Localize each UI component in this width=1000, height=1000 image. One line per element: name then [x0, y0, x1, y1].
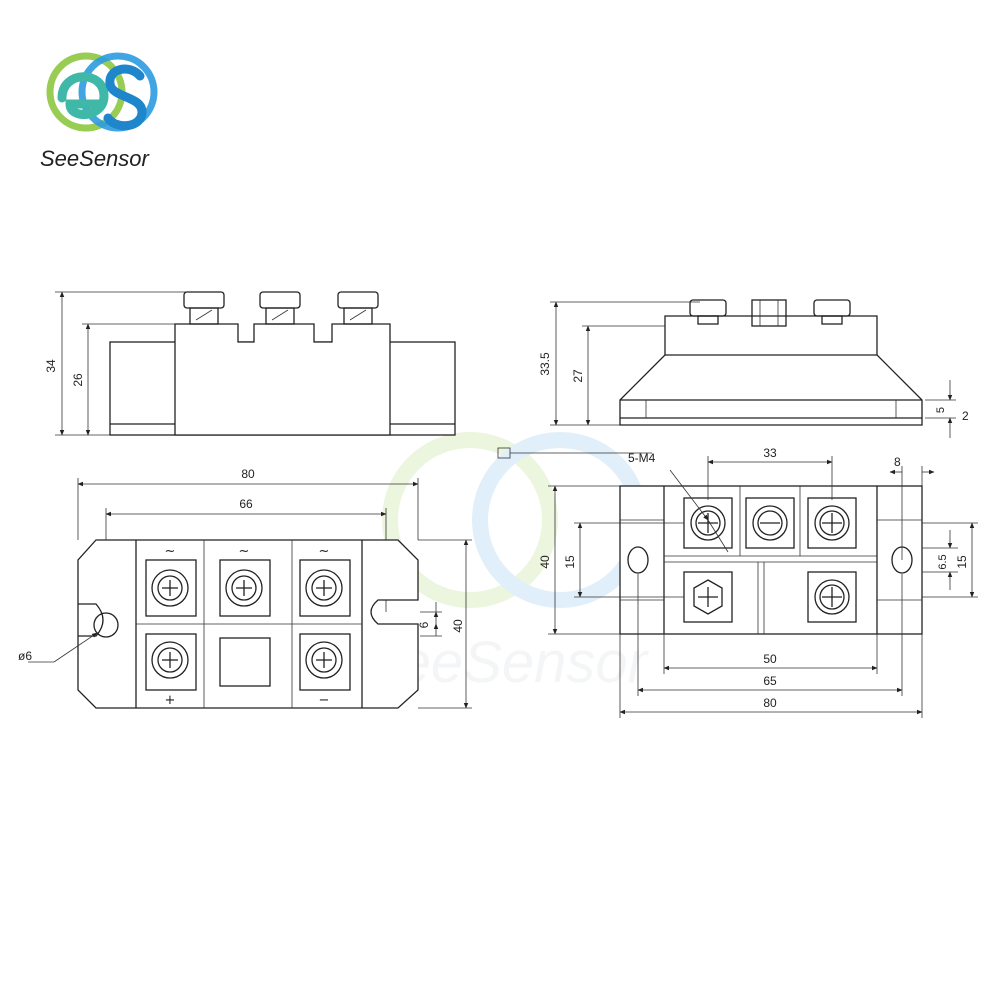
dim-slot-6: 6 [417, 621, 431, 628]
module-housing [174, 323, 391, 436]
dim-mid-65: 65 [763, 674, 777, 688]
side-view-left: 34 26 [44, 291, 456, 436]
module-outline [619, 485, 923, 635]
terminal-screw [259, 291, 301, 325]
dim-right-15: 15 [955, 555, 969, 569]
dim-inner-50: 50 [763, 652, 777, 666]
dc-positive-terminal [145, 633, 197, 691]
dim-body-height-26: 26 [71, 373, 85, 387]
dim-edge-8: 8 [894, 455, 901, 469]
dim-total-height-33-5: 33.5 [538, 352, 552, 376]
ac-terminal [219, 559, 271, 617]
dim-length-80: 80 [241, 467, 255, 481]
mount-hole [627, 546, 649, 574]
terminal-screw [751, 299, 787, 327]
dim-width-40: 40 [451, 619, 465, 633]
mount-hole [93, 612, 119, 638]
terminal-screw [807, 571, 857, 623]
dim-total-height-34: 34 [44, 359, 58, 373]
dim-offset-6-5: 6.5 [937, 554, 949, 569]
dim-row-spacing-15: 15 [563, 555, 577, 569]
dim-hole-diameter: ø6 [18, 649, 32, 663]
brand-logo-mark [46, 52, 158, 132]
terminal-symbol-plus: + [165, 693, 176, 708]
blank-window [219, 637, 271, 687]
terminal-symbol-ac: ~ [319, 544, 330, 559]
top-view-right: 5-M4 33 8 40 15 6.5 15 [497, 446, 978, 718]
terminal-screw [183, 291, 225, 325]
brand-logo: SeeSensor [40, 52, 158, 171]
terminal-screw [745, 497, 795, 549]
brand-name: SeeSensor [40, 146, 151, 171]
ac-terminal [145, 559, 197, 617]
top-view-left: 80 66 [18, 467, 472, 709]
terminal-symbol-ac: ~ [239, 544, 250, 559]
terminal-screw [689, 299, 727, 325]
dim-body-height-27: 27 [571, 369, 585, 383]
side-view-right: 33.5 27 5 2 [538, 299, 969, 438]
dc-negative-terminal [299, 633, 351, 691]
dim-thread-5-m4: 5-M4 [628, 451, 656, 465]
dim-flange-5: 5 [935, 407, 947, 413]
terminal-screw [813, 299, 851, 325]
dim-pitch-33: 33 [763, 446, 777, 460]
terminal-symbol-minus: − [319, 693, 330, 708]
module-housing-side [619, 315, 923, 426]
dim-total-80: 80 [763, 696, 777, 710]
terminal-symbol-ac: ~ [165, 544, 176, 559]
terminal-screw [337, 291, 379, 325]
dim-base-2: 2 [962, 409, 969, 423]
ac-terminal [299, 559, 351, 617]
dim-width-40: 40 [538, 555, 552, 569]
dim-hole-spacing-66: 66 [239, 497, 253, 511]
